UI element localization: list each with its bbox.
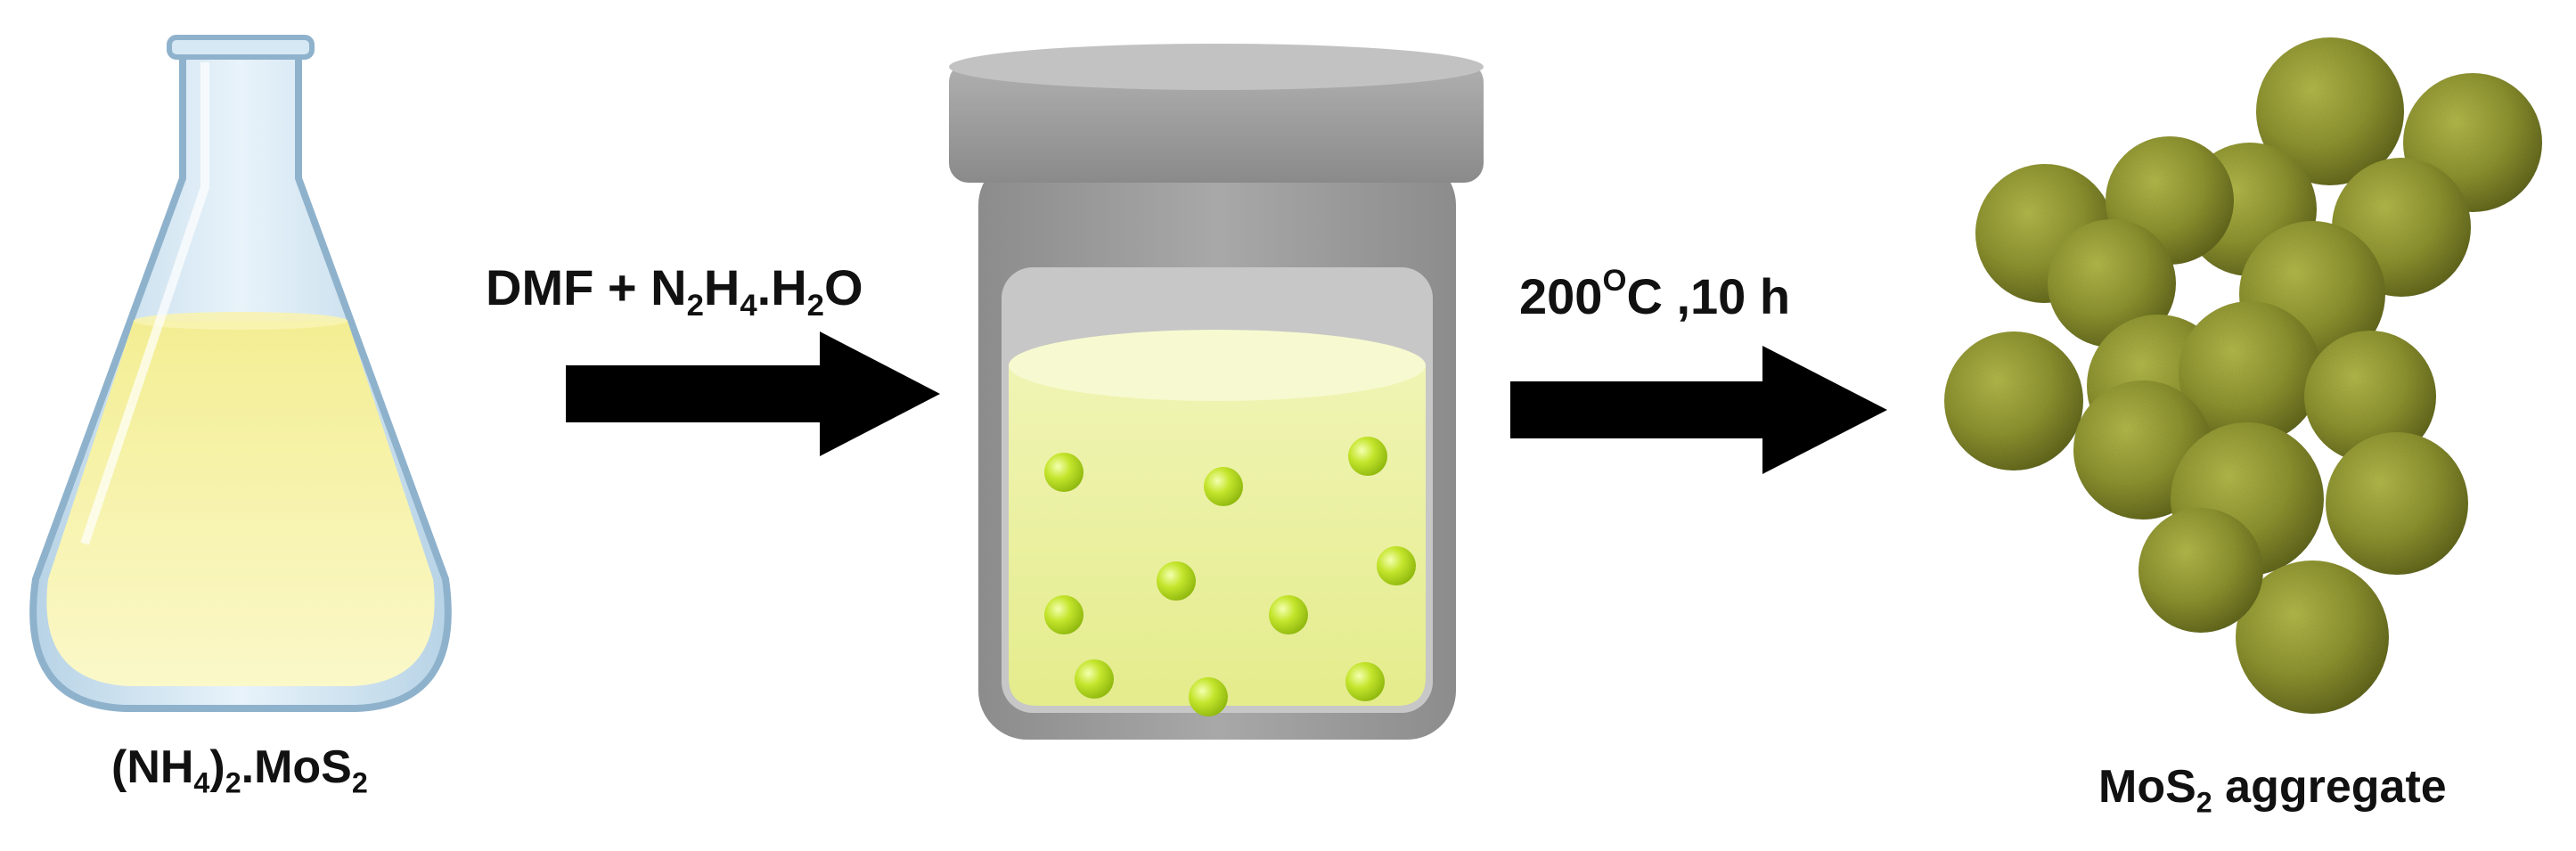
condition-text: 200 <box>1519 268 1603 324</box>
reactant-subscript: 2 <box>225 766 241 799</box>
product-text: MoS <box>2098 761 2196 813</box>
condition-text: C ,10 h <box>1626 268 1791 324</box>
reactant-subscript: 4 <box>193 766 210 799</box>
reagent-subscript: 2 <box>686 289 704 323</box>
condition-label: 200OC ,10 h <box>1519 266 1790 322</box>
reagent-subscript: 4 <box>740 289 757 323</box>
product-label: MoS2 aggregate <box>2098 761 2447 816</box>
sphere <box>2236 561 2389 714</box>
droplet <box>1345 662 1385 701</box>
arrow-2 <box>1510 346 1887 474</box>
reaction-droplets <box>1044 437 1416 716</box>
reagent-text: .H <box>756 259 807 315</box>
droplet <box>1348 437 1387 476</box>
autoclave-vessel-icon <box>949 44 1484 740</box>
product-subscript: 2 <box>2196 786 2212 819</box>
droplet <box>1044 595 1084 634</box>
vessel-liquid <box>1009 365 1426 706</box>
vessel-liquid-surface <box>1009 330 1426 401</box>
droplet <box>1269 595 1308 634</box>
sphere <box>1944 331 2083 471</box>
reactant-text: .MoS <box>241 741 352 793</box>
reagent-text: DMF + N <box>486 259 687 315</box>
flask-solution-surface <box>134 312 348 330</box>
sphere <box>2179 301 2321 444</box>
droplet <box>1204 467 1243 506</box>
droplet <box>1044 453 1084 492</box>
droplet <box>1189 677 1228 716</box>
mos2-aggregate-icon <box>1944 37 2542 714</box>
reactant-text: (NH <box>111 741 194 793</box>
flask-rim <box>167 35 315 60</box>
reagent-subscript: 2 <box>806 289 824 323</box>
product-text: aggregate <box>2212 761 2447 813</box>
degree-superscript: O <box>1602 263 1627 298</box>
vessel-cap-top <box>949 44 1484 90</box>
arrow-1 <box>566 331 940 456</box>
sphere <box>2304 331 2436 462</box>
reagent-label: DMF + N2H4.H2O <box>486 263 863 322</box>
reactant-subscript: 2 <box>351 766 368 799</box>
sphere <box>2326 432 2468 575</box>
reactant-label: (NH4)2.MoS2 <box>111 741 368 797</box>
reagent-text: O <box>823 259 863 315</box>
erlenmeyer-flask-icon <box>29 35 452 712</box>
sphere <box>2256 37 2404 185</box>
droplet <box>1157 561 1196 601</box>
sphere <box>2048 219 2176 348</box>
vessel-cap <box>949 62 1484 183</box>
sphere <box>2138 508 2263 633</box>
reagent-text: H <box>703 259 740 315</box>
flask-highlight <box>80 62 209 545</box>
droplet <box>1377 546 1416 585</box>
flask-solution <box>46 321 435 686</box>
droplet <box>1075 659 1114 699</box>
reactant-text: ) <box>209 741 225 793</box>
